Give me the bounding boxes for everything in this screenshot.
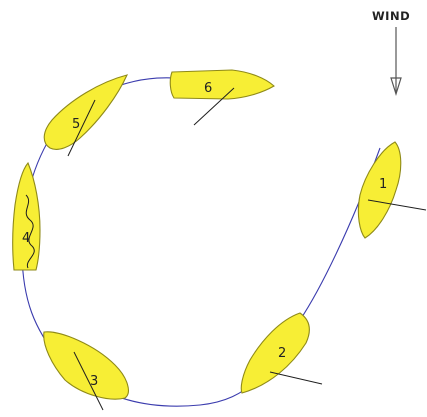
boat-6: 6 [170,70,274,125]
boat-2-boom [270,372,322,384]
boat-4: 4 [13,163,40,270]
boat-5-number: 5 [72,117,80,132]
boat-5-hull [44,75,127,149]
wind-indicator: WIND [372,9,410,94]
boat-4-number: 4 [22,231,30,246]
wind-label: WIND [372,9,410,23]
boat-3-number: 3 [90,374,98,389]
boat-6-number: 6 [204,81,212,96]
boat-2-number: 2 [278,346,286,361]
boat-1: 1 [358,142,426,238]
boat-5: 5 [44,75,127,156]
boat-2-hull [241,313,309,393]
boat-3-hull [44,332,129,399]
boat-6-hull [170,70,274,99]
boat-2: 2 [241,313,322,393]
boat-3: 3 [44,332,129,410]
boat-1-number: 1 [379,177,387,192]
boat-4-hull [13,163,40,270]
